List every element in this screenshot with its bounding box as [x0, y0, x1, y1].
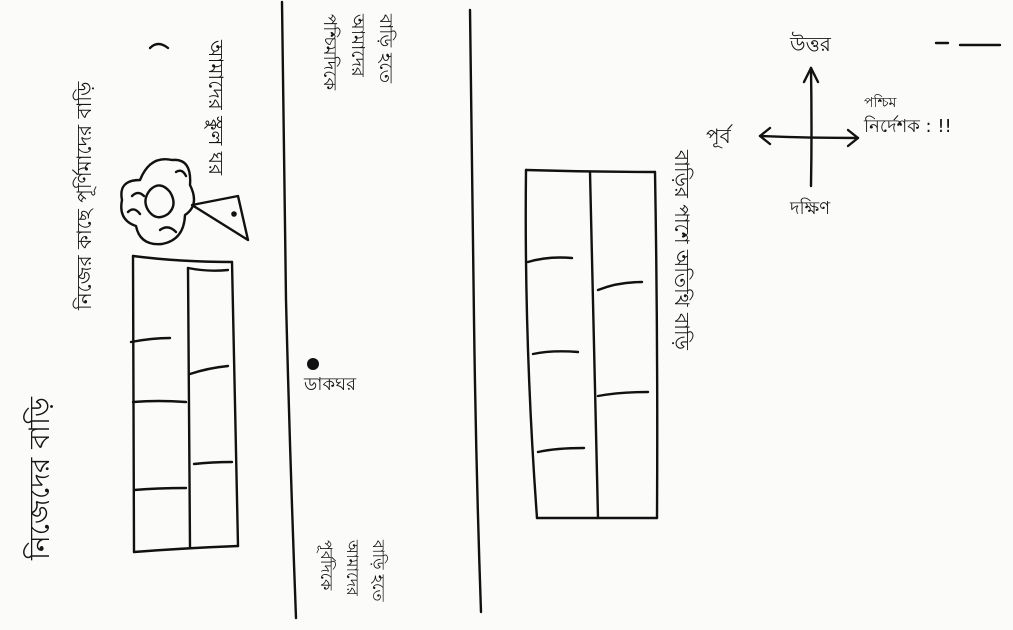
- tree-drawing: [121, 159, 194, 244]
- road-top-line-1: পশ্চিমদিকে: [320, 14, 338, 90]
- dash-mark: [936, 43, 1000, 45]
- compass-north-label: উত্তর: [790, 34, 831, 54]
- compass-south-label: দক্ষিণ: [790, 200, 830, 218]
- left-house-label: নিজেদের বাড়ি: [26, 397, 54, 560]
- right-building-grid: [526, 170, 658, 518]
- compass-east-label: পূর্ব: [706, 126, 731, 146]
- road-top-line-2: আমাদের: [348, 14, 366, 77]
- compass-arrows: [760, 68, 858, 186]
- compass-west-label: পশ্চিম: [864, 96, 896, 110]
- road-left-line: [282, 2, 296, 618]
- road-bottom-line-1: পূর্বদিকে: [318, 540, 334, 590]
- left-extra-label: নিজের কাছে পূর্ণিমাদের বাড়ি: [74, 82, 94, 310]
- road-right-line: [470, 10, 481, 612]
- right-building-label: বাড়ির পাশে অতিথি বাড়ি: [672, 150, 692, 350]
- flag-drawing: [192, 196, 248, 240]
- road-bottom-line-3: বাড়ি হতে: [370, 540, 386, 601]
- post-office-label: ডাকঘর: [304, 376, 356, 394]
- post-office-dot: [307, 358, 319, 370]
- left-building-label: আমাদের স্কুল ঘর: [206, 40, 226, 175]
- road-top-line-3: বাড়ি হতে: [376, 14, 394, 83]
- left-building-grid: [131, 256, 238, 552]
- road-bottom-line-2: আমাদের: [344, 540, 360, 596]
- compass-west-index-label: নির্দেশক : !!: [864, 118, 952, 136]
